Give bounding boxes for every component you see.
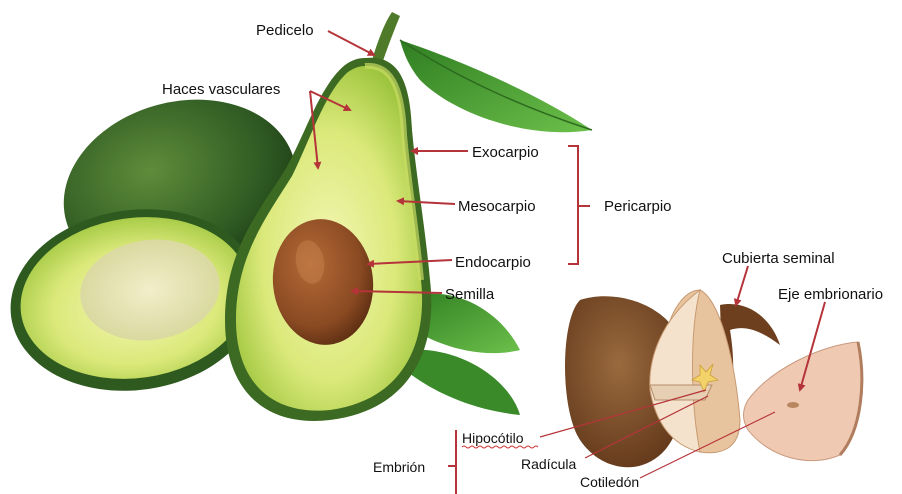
label-semilla: Semilla xyxy=(445,286,495,303)
cotyledon-piece xyxy=(744,342,862,461)
arrow-cubierta-seminal xyxy=(736,266,748,305)
label-pedicelo: Pedicelo xyxy=(256,22,314,39)
label-cubierta-seminal: Cubierta seminal xyxy=(722,250,835,267)
top-leaf xyxy=(400,40,592,132)
label-radicula: Radícula xyxy=(521,456,576,472)
label-cotiledon: Cotiledón xyxy=(580,474,639,490)
pericarpio-bracket xyxy=(568,146,590,264)
arrow-pedicelo xyxy=(328,31,374,55)
spellcheck-underline xyxy=(462,446,538,448)
label-mesocarpio: Mesocarpio xyxy=(458,198,536,215)
avocado-half-with-pit xyxy=(225,58,431,421)
label-embrion: Embrión xyxy=(373,459,425,475)
label-pericarpio: Pericarpio xyxy=(604,198,672,215)
label-exocarpio: Exocarpio xyxy=(472,144,539,161)
label-endocarpio: Endocarpio xyxy=(455,254,531,271)
label-hipocotilo: Hipocótilo xyxy=(462,430,524,446)
pedicel-stem xyxy=(372,12,400,64)
label-eje-embrionario: Eje embrionario xyxy=(778,286,883,303)
label-haces-vasculares: Haces vasculares xyxy=(162,81,280,98)
embrion-bracket xyxy=(448,430,456,494)
